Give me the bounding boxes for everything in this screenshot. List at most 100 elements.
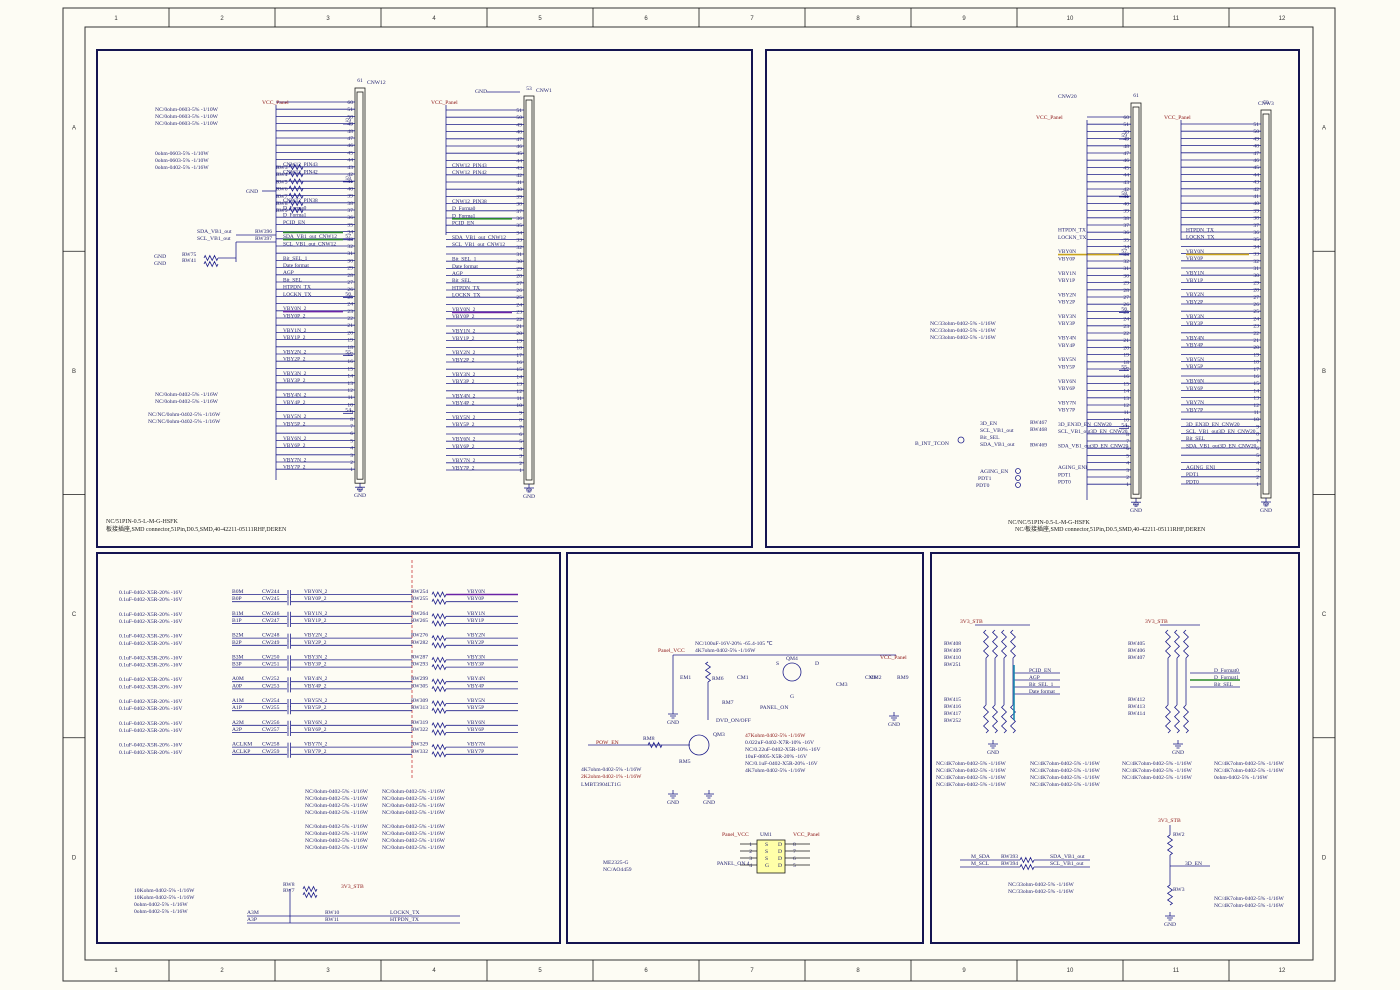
pin-number: 20	[516, 331, 522, 337]
pin-number: 25	[516, 295, 522, 301]
col-label-bottom: 8	[856, 968, 860, 974]
col-label-bottom: 5	[538, 968, 542, 974]
net-label: LOCKN_TX	[390, 910, 420, 916]
pin-number: 35	[347, 222, 353, 228]
net-label: A0P	[232, 683, 242, 689]
resistor-ref: RW394	[1001, 861, 1018, 867]
resistor-RW332	[431, 750, 447, 758]
pin-number: 51	[516, 108, 522, 114]
part-description: 板接插座,SMD connector,51Pin,D0.5,SMD,40-422…	[106, 525, 287, 533]
net-label: VBY4P_2	[304, 683, 327, 689]
note: NC/4K7ohm-0402-5% -1/16W	[1030, 761, 1100, 767]
resistor-RW282	[431, 641, 447, 649]
net-label: B1P	[232, 618, 242, 624]
cap-note: 0.1uF-0402-X5R-20% -16V	[119, 663, 182, 669]
resistor-ref: RW406	[1128, 648, 1145, 654]
pin-number: 13	[1253, 396, 1259, 402]
pin-number: 42	[1123, 187, 1129, 193]
resistor-RW322	[431, 729, 447, 736]
mosfet-um1	[756, 839, 786, 874]
resistor-pullup	[1174, 629, 1180, 659]
resistor-ref: RW10	[325, 910, 339, 916]
pin-number: 26	[1123, 302, 1129, 308]
net-label: SDA_VB1_out	[197, 229, 232, 235]
net-label: VBY1P_2	[452, 336, 475, 342]
part-ref: UM1	[760, 832, 772, 838]
pin-number: 14	[516, 374, 522, 380]
part-ref: RM7	[722, 700, 734, 706]
net-label: VBY7N_2	[304, 742, 328, 748]
net-label: VBY0P_2	[304, 596, 327, 602]
net-label: VBY1P_2	[304, 618, 327, 624]
side-pin-number: 58	[345, 176, 351, 182]
pin-number: 48	[516, 130, 522, 136]
pin-number: 39	[1253, 208, 1259, 214]
net-label: AGING_ENI	[1058, 465, 1087, 471]
resistor-pulldown	[983, 704, 989, 734]
net-label: VBY3P_2	[452, 379, 475, 385]
net-label: D_Forma1	[283, 213, 307, 219]
pin-number: 3	[519, 454, 522, 460]
pin-number: 6	[793, 856, 796, 862]
net-label: A0M	[232, 676, 244, 682]
col-label-bottom: 3	[326, 968, 330, 974]
pin-number: 23	[1123, 324, 1129, 330]
resistor-pullup	[983, 629, 989, 659]
resistor-RW9	[288, 206, 304, 214]
net-label: Date format	[283, 262, 309, 269]
pin-number: 46	[1253, 158, 1259, 164]
note: NC/0.1uF-0402-X5R-20% -16V	[745, 761, 818, 767]
note: NC/33ohm-0402-5% -1/16W	[1008, 882, 1074, 888]
net-label: SCL_VB1_out_CNW12	[283, 241, 336, 247]
net-label: VBY3P_2	[283, 378, 306, 384]
net-label: VBY1P_2	[283, 335, 306, 341]
resistor-rm8	[647, 741, 663, 749]
resistor-ref: RW9	[276, 208, 288, 214]
net-label: VBY0N_2	[452, 307, 476, 313]
net-label: VBY0P	[467, 596, 484, 602]
connector-inner	[525, 99, 533, 481]
pin-number: 6	[350, 431, 353, 437]
pin-number: 23	[1253, 324, 1259, 330]
resistor-RW4	[288, 170, 304, 178]
note: NC/4K7ohm-0402-5% -1/16W	[1214, 768, 1284, 774]
cap-ref: CW251	[262, 662, 280, 668]
pin-number: 12	[1123, 403, 1129, 409]
net-label: SCL_VB1_out_CNW12	[452, 242, 505, 248]
net-label: VBY1N	[467, 611, 485, 617]
note: 10Kohm-0402-5% -1/16W	[134, 895, 195, 901]
net-label: A1P	[232, 705, 242, 711]
pin-number: 31	[1253, 266, 1259, 272]
net-label: HTPDN_TX	[283, 285, 311, 291]
pin-number: 6	[519, 432, 522, 438]
pin-number: 43	[1123, 180, 1129, 186]
pin-number: 7	[350, 424, 353, 430]
col-label-bottom: 11	[1173, 968, 1180, 974]
pin-number: 52	[526, 488, 532, 494]
note: NC/0ohm-0402-5% -1/16W	[382, 796, 446, 802]
resistor-ref: RW329	[411, 742, 428, 748]
gnd-label: GND	[987, 750, 999, 756]
note: NC/0ohm-0402-5% -1/16W	[155, 399, 219, 405]
resistor-ref: RW287	[411, 654, 428, 660]
net-label: VBY3P	[1186, 321, 1203, 327]
part-ref: CM1	[737, 675, 749, 681]
net-label: AGP	[452, 271, 463, 277]
note: NC/4K7ohm-0402-5% -1/16W	[1122, 761, 1192, 767]
note: NC/4K7ohm-0402-5% -1/16W	[936, 775, 1006, 781]
col-label-top: 9	[962, 16, 966, 22]
net-label: VBY6N	[1186, 379, 1204, 385]
pin-number: 9	[350, 410, 353, 416]
net-label: VBY6P	[1186, 386, 1203, 392]
net-label: Bit_SEL	[1214, 682, 1233, 688]
resistor-RW319	[431, 721, 447, 729]
pin-number: 27	[1123, 295, 1129, 301]
net-label: VBY7N_2	[452, 458, 476, 464]
pin-number: 49	[1253, 136, 1259, 142]
resistor-RW287	[431, 656, 447, 664]
net-label: VBY3N_2	[283, 371, 307, 377]
connector-ref: CNW1	[536, 88, 552, 94]
net-label: VBY7P	[1058, 408, 1075, 414]
transistor-qm3	[688, 734, 710, 756]
